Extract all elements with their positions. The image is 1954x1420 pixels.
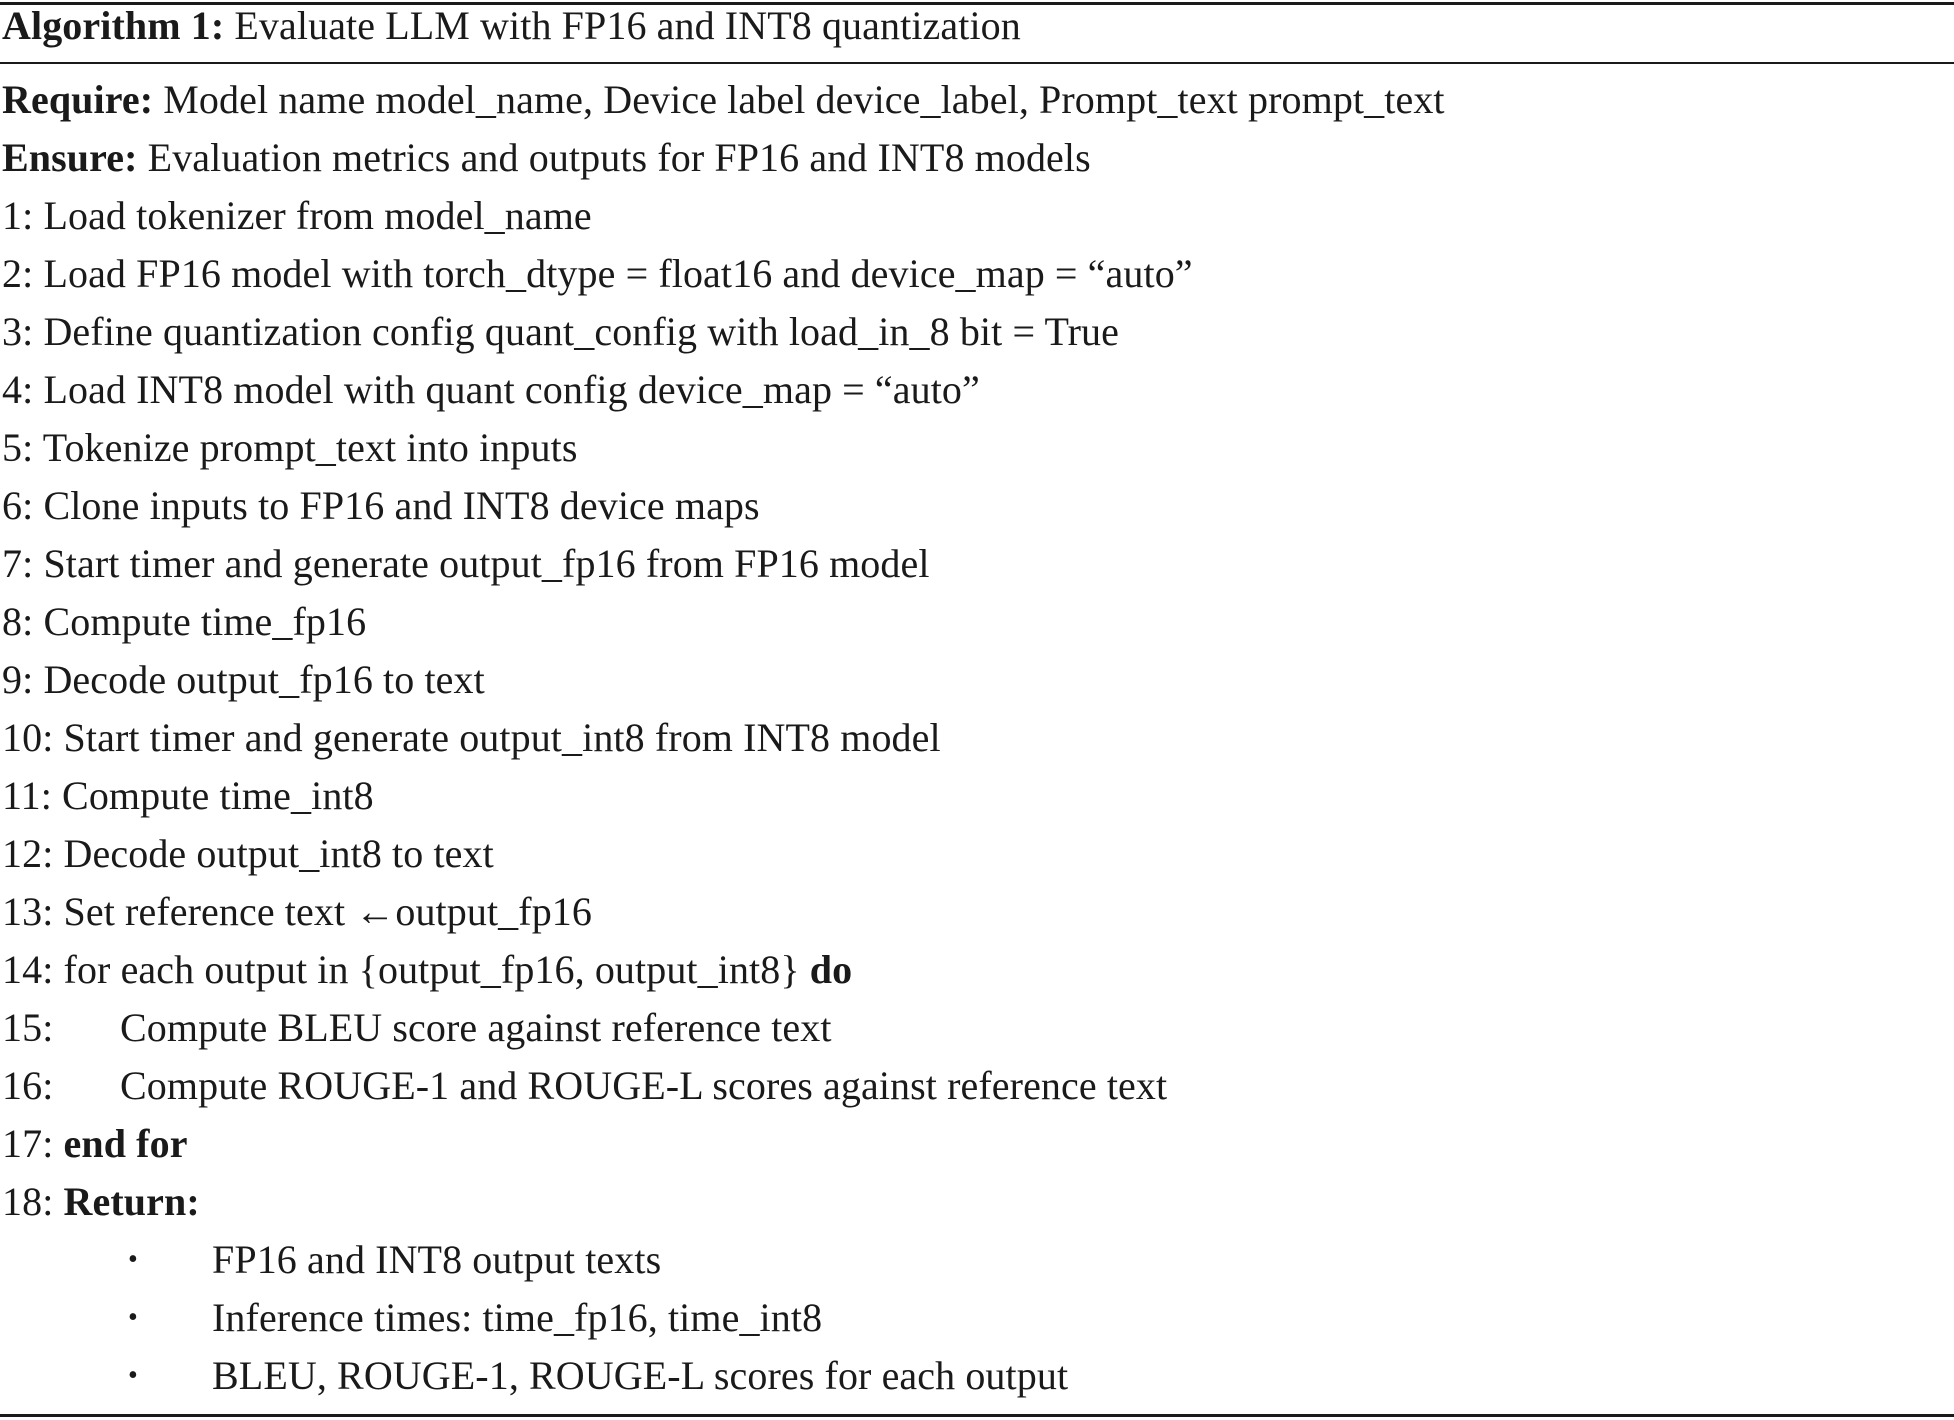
return-item-text: BLEU, ROUGE-1, ROUGE-L scores for each o… — [212, 1353, 1069, 1398]
step-text: Load FP16 model with torch_dtype = float… — [43, 251, 1193, 296]
require-text: Model name model_name, Device label devi… — [163, 77, 1445, 122]
step-text: Decode output_fp16 to text — [43, 657, 485, 702]
step-15: 15: Compute BLEU score against reference… — [2, 1004, 832, 1052]
step-text: Compute ROUGE-1 and ROUGE-L scores again… — [120, 1063, 1168, 1108]
step-text: Define quantization config quant_config … — [43, 309, 1119, 354]
step-text: for each output in {output_fp16, output_… — [63, 947, 800, 992]
return-item: • FP16 and INT8 output texts — [0, 1236, 1954, 1284]
step-4: 4: Load INT8 model with quant config dev… — [2, 366, 980, 414]
step-5: 5: Tokenize prompt_text into inputs — [2, 424, 577, 472]
step-11: 11: Compute time_int8 — [2, 772, 374, 820]
bullet-icon: • — [128, 1244, 138, 1275]
step-number: 10: — [2, 715, 54, 760]
algorithm-caption: Algorithm 1: Evaluate LLM with FP16 and … — [2, 2, 1021, 50]
step-text: Compute time_int8 — [62, 773, 374, 818]
require-label: Require: — [2, 77, 154, 122]
step-17: 17: end for — [2, 1120, 188, 1168]
step-text: Tokenize prompt_text into inputs — [42, 425, 578, 470]
step-number: 9: — [2, 657, 34, 702]
step-1: 1: Load tokenizer from model_name — [2, 192, 592, 240]
step-8: 8: Compute time_fp16 — [2, 598, 366, 646]
step-text: Clone inputs to FP16 and INT8 device map… — [43, 483, 760, 528]
step-10: 10: Start timer and generate output_int8… — [2, 714, 941, 762]
step-14: 14: for each output in {output_fp16, out… — [2, 946, 852, 994]
ensure-label: Ensure: — [2, 135, 138, 180]
step-6: 6: Clone inputs to FP16 and INT8 device … — [2, 482, 760, 530]
step-text: Compute BLEU score against reference tex… — [120, 1005, 832, 1050]
step-number: 16: — [2, 1063, 54, 1108]
step-text: Set reference text ←output_fp16 — [63, 889, 593, 934]
step-number: 4: — [2, 367, 34, 412]
step-text: Decode output_int8 to text — [63, 831, 494, 876]
caption-rule — [0, 62, 1954, 64]
step-text: Start timer and generate output_int8 fro… — [63, 715, 941, 760]
step-text: Load tokenizer from model_name — [43, 193, 592, 238]
step-text: Load INT8 model with quant config device… — [43, 367, 980, 412]
step-text: Compute time_fp16 — [43, 599, 367, 644]
step-number: 7: — [2, 541, 34, 586]
top-rule — [0, 2, 1954, 5]
step-number: 3: — [2, 309, 34, 354]
algorithm-label: Algorithm 1: — [2, 3, 225, 48]
ensure-line: Ensure: Evaluation metrics and outputs f… — [2, 134, 1091, 182]
return-item-text: Inference times: time_fp16, time_int8 — [212, 1295, 823, 1340]
bullet-icon: • — [128, 1360, 138, 1391]
bottom-rule — [0, 1414, 1954, 1417]
step-keyword-end-for: end for — [63, 1121, 188, 1166]
step-number: 1: — [2, 193, 34, 238]
step-18: 18: Return: — [2, 1178, 200, 1226]
step-2: 2: Load FP16 model with torch_dtype = fl… — [2, 250, 1193, 298]
ensure-text: Evaluation metrics and outputs for FP16 … — [147, 135, 1091, 180]
step-number: 18: — [2, 1179, 54, 1224]
step-number: 15: — [2, 1005, 54, 1050]
step-keyword-do: do — [809, 947, 853, 992]
step-keyword-return: Return: — [63, 1179, 200, 1224]
step-number: 2: — [2, 251, 34, 296]
step-3: 3: Define quantization config quant_conf… — [2, 308, 1119, 356]
step-number: 5: — [2, 425, 34, 470]
return-item-text: FP16 and INT8 output texts — [212, 1237, 662, 1282]
step-number: 17: — [2, 1121, 54, 1166]
return-item: • Inference times: time_fp16, time_int8 — [0, 1294, 1954, 1342]
step-text: Start timer and generate output_fp16 fro… — [43, 541, 930, 586]
step-number: 8: — [2, 599, 34, 644]
step-9: 9: Decode output_fp16 to text — [2, 656, 485, 704]
step-7: 7: Start timer and generate output_fp16 … — [2, 540, 930, 588]
require-line: Require: Model name model_name, Device l… — [2, 76, 1445, 124]
step-number: 12: — [2, 831, 54, 876]
step-number: 11: — [2, 773, 52, 818]
bullet-icon: • — [128, 1302, 138, 1333]
step-13: 13: Set reference text ←output_fp16 — [2, 888, 592, 936]
step-12: 12: Decode output_int8 to text — [2, 830, 494, 878]
step-number: 6: — [2, 483, 34, 528]
algorithm-title: Evaluate LLM with FP16 and INT8 quantiza… — [234, 3, 1021, 48]
step-number: 13: — [2, 889, 54, 934]
step-number: 14: — [2, 947, 54, 992]
return-item: • BLEU, ROUGE-1, ROUGE-L scores for each… — [0, 1352, 1954, 1400]
step-16: 16: Compute ROUGE-1 and ROUGE-L scores a… — [2, 1062, 1167, 1110]
